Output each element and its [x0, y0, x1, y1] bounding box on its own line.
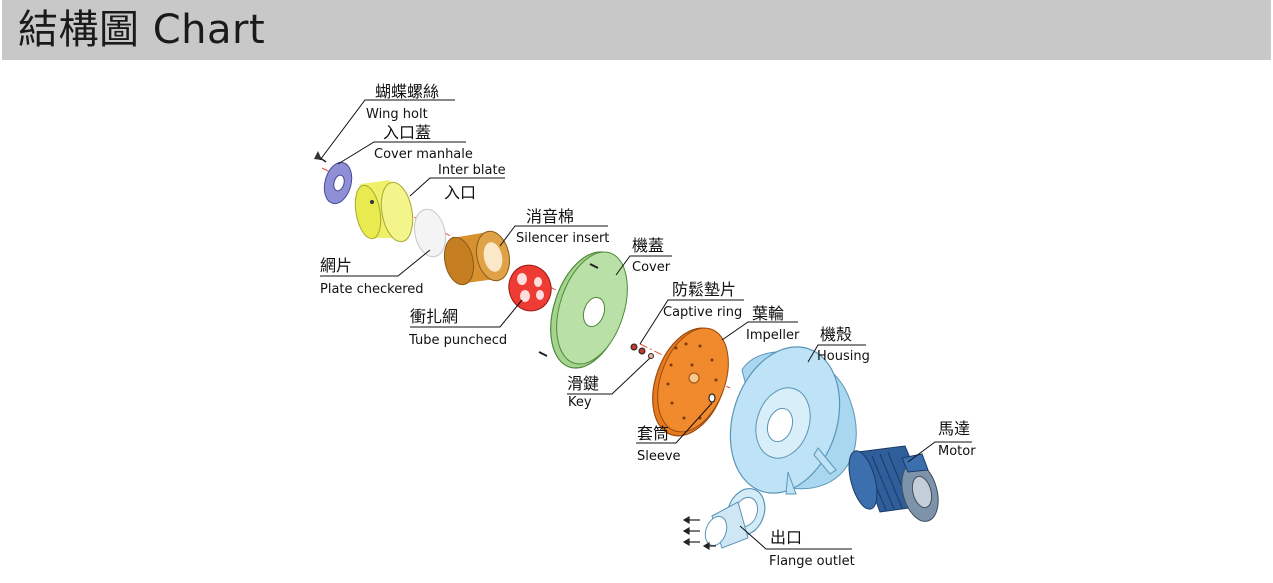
- label-cover-zh: 機蓋: [632, 236, 665, 255]
- cover-part: [538, 251, 628, 369]
- leader-captive-ring: [639, 299, 744, 345]
- wing-disc-part: [323, 161, 353, 205]
- leader-wing-holt: [319, 99, 455, 161]
- label-tube-punched-en: Tube punchecd: [409, 333, 508, 348]
- motor-part: [848, 445, 939, 522]
- captive-ring-part: [630, 343, 654, 359]
- plate-checkered-part: [414, 208, 446, 258]
- label-silencer-insert-zh: 消音棉: [526, 207, 575, 226]
- leader-cover-manhale: [337, 141, 466, 165]
- label-plate-checkered-en: Plate checkered: [320, 282, 424, 297]
- label-key-en: Key: [568, 395, 592, 410]
- label-inter-blate-zh: 入口: [444, 183, 477, 202]
- label-plate-checkered-zh: 網片: [320, 256, 353, 275]
- label-impeller-zh: 葉輪: [752, 304, 785, 323]
- label-motor-en: Motor: [938, 444, 976, 459]
- label-wing-holt-en: Wing holt: [366, 107, 428, 122]
- leader-flange-outlet: [739, 525, 852, 550]
- leader-silencer-insert: [499, 225, 608, 247]
- wing-holt-part: [314, 151, 327, 163]
- leader-inter-blate: [409, 177, 505, 197]
- leader-cover: [615, 255, 672, 276]
- leader-sleeve: [636, 402, 713, 444]
- leader-tube-punched: [410, 299, 523, 328]
- tube-punched-part: [508, 264, 552, 312]
- label-flange-outlet-en: Flange outlet: [769, 554, 855, 569]
- label-key-zh: 滑鍵: [567, 374, 600, 393]
- label-captive-ring-zh: 防鬆墊片: [672, 280, 737, 299]
- label-flange-outlet-zh: 出口: [770, 528, 803, 547]
- label-wing-holt-zh: 蝴蝶螺絲: [375, 82, 440, 101]
- label-cover-manhale-zh: 入口蓋: [383, 123, 432, 142]
- label-sleeve-zh: 套筒: [637, 424, 670, 443]
- label-housing-zh: 機殼: [820, 325, 853, 344]
- label-impeller-en: Impeller: [746, 328, 800, 343]
- label-silencer-insert-en: Silencer insert: [516, 231, 610, 246]
- label-tube-punched-zh: 衝扎網: [410, 307, 459, 326]
- cover-manhale-part: [354, 180, 414, 243]
- leader-impeller: [721, 321, 798, 341]
- leader-motor: [907, 441, 972, 463]
- housing-part: [729, 346, 857, 495]
- title-bar: 結構圖 Chart: [2, 0, 1271, 60]
- page-title: 結構圖 Chart: [18, 7, 266, 53]
- impeller-part: [652, 327, 729, 437]
- silencer-insert-part: [443, 230, 510, 286]
- flange-outlet-part: [682, 488, 766, 551]
- label-cover-en: Cover: [632, 260, 671, 275]
- leader-plate-checkered: [320, 249, 431, 277]
- label-cover-manhale-en: Cover manhale: [374, 147, 473, 162]
- leader-housing: [807, 344, 866, 363]
- label-housing-en: Housing: [817, 349, 870, 364]
- leader-key: [567, 357, 651, 395]
- label-inter-blate-en: Inter blate: [438, 163, 506, 178]
- label-sleeve-en: Sleeve: [637, 449, 681, 464]
- label-captive-ring-en: Captive ring: [663, 305, 743, 320]
- sleeve-part: [708, 393, 716, 403]
- label-motor-zh: 馬達: [938, 419, 971, 438]
